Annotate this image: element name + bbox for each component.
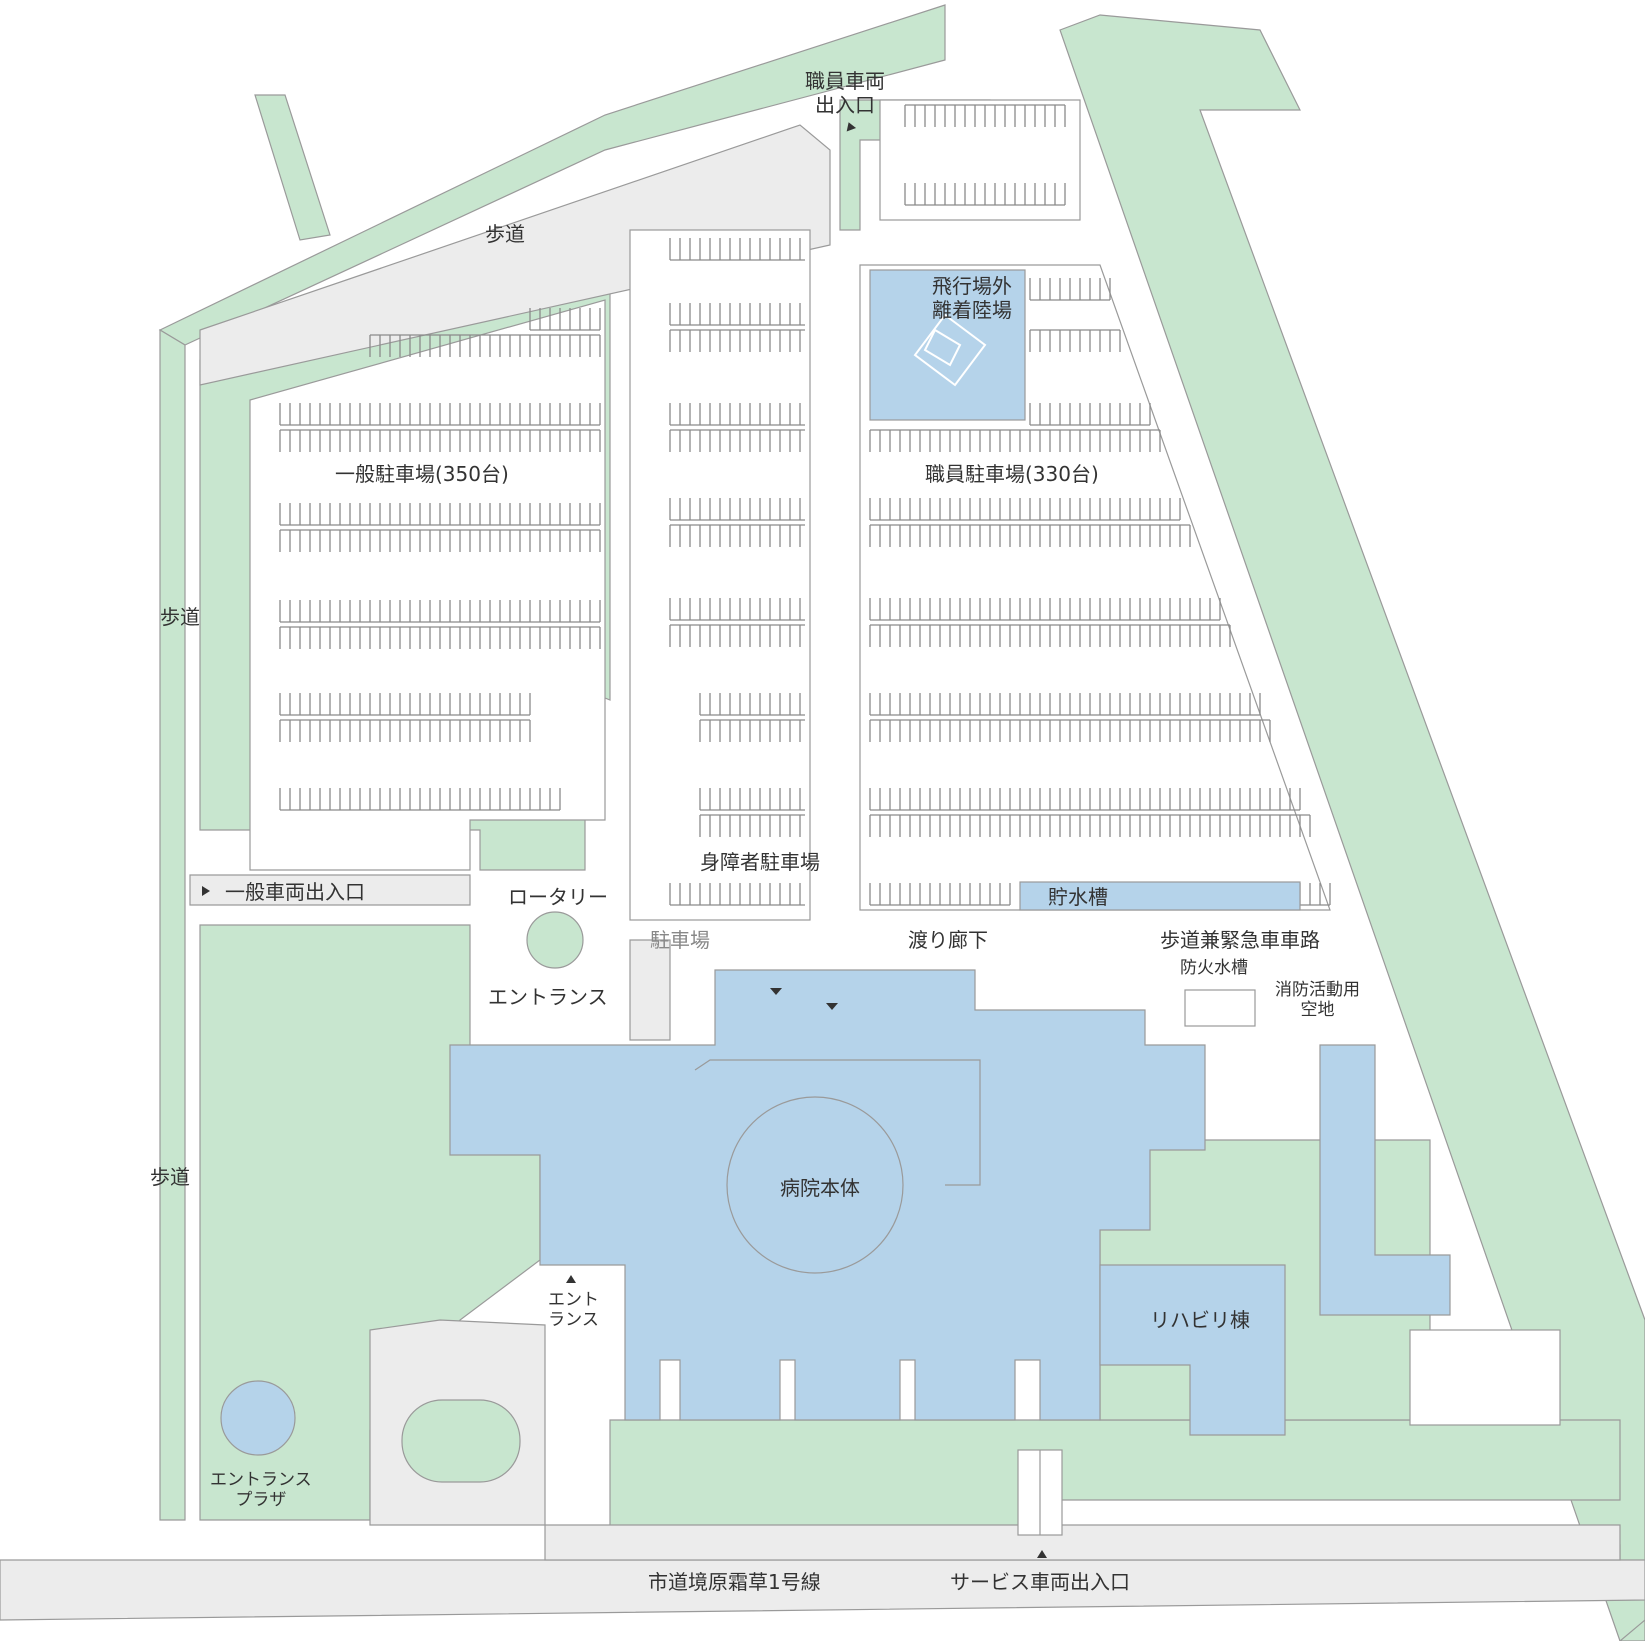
entrance-plaza-circle	[220, 1380, 296, 1456]
arrow-down-icon	[826, 1003, 838, 1010]
label-sidewalk-west-upper: 歩道	[160, 605, 200, 629]
label-sidewalk-west-lower: 歩道	[150, 1165, 190, 1189]
label-fire-space: 消防活動用 空地	[1275, 980, 1360, 1021]
label-entrance-north: エントランス	[488, 985, 608, 1009]
label-disabled-parking: 身障者駐車場	[700, 850, 820, 874]
south-east-stalls-area	[1409, 1329, 1561, 1426]
water-tank	[1019, 881, 1301, 911]
arrow-right-icon	[202, 886, 210, 896]
label-service-gate: サービス車両出入口	[950, 1570, 1130, 1594]
label-entrance-south: エント ランス	[548, 1290, 599, 1331]
label-heliport: 飛行場外 離着陸場	[932, 274, 1012, 322]
fire-tank	[1184, 989, 1256, 1027]
arrow-up-icon	[566, 1275, 576, 1283]
label-city-road: 市道境原霜草1号線	[648, 1570, 821, 1594]
hospital-building	[449, 969, 1451, 1436]
label-rehab-wing: リハビリ棟	[1150, 1308, 1250, 1332]
label-hospital-main: 病院本体	[780, 1176, 860, 1200]
heliport	[869, 269, 1026, 421]
label-parking-small: 駐車場	[650, 928, 710, 952]
label-staff-gate: 職員車両 出入口	[805, 69, 885, 117]
label-corridor: 渡り廊下	[908, 928, 988, 952]
oval-lawn	[401, 1399, 521, 1483]
label-sidewalk-north: 歩道	[485, 222, 525, 246]
label-staff-parking: 職員駐車場(330台)	[925, 462, 1099, 486]
parking-surfaces	[249, 99, 1331, 921]
parking-stalls	[279, 104, 1556, 1382]
label-entrance-plaza: エントランス プラザ	[210, 1470, 312, 1511]
label-emergency-road: 歩道兼緊急車車路	[1160, 928, 1320, 952]
label-general-gate: 一般車両出入口	[225, 880, 365, 904]
arrow-down-icon	[770, 988, 782, 995]
service-lane	[1017, 1449, 1063, 1536]
rotary-circle	[526, 911, 584, 969]
label-rotary: ロータリー	[508, 885, 608, 909]
label-fire-tank: 防火水槽	[1180, 958, 1248, 978]
label-water-tank: 貯水槽	[1048, 885, 1108, 909]
helipad-icon	[913, 313, 987, 387]
label-general-parking: 一般駐車場(350台)	[335, 462, 509, 486]
arrow-up-icon	[1037, 1550, 1047, 1558]
